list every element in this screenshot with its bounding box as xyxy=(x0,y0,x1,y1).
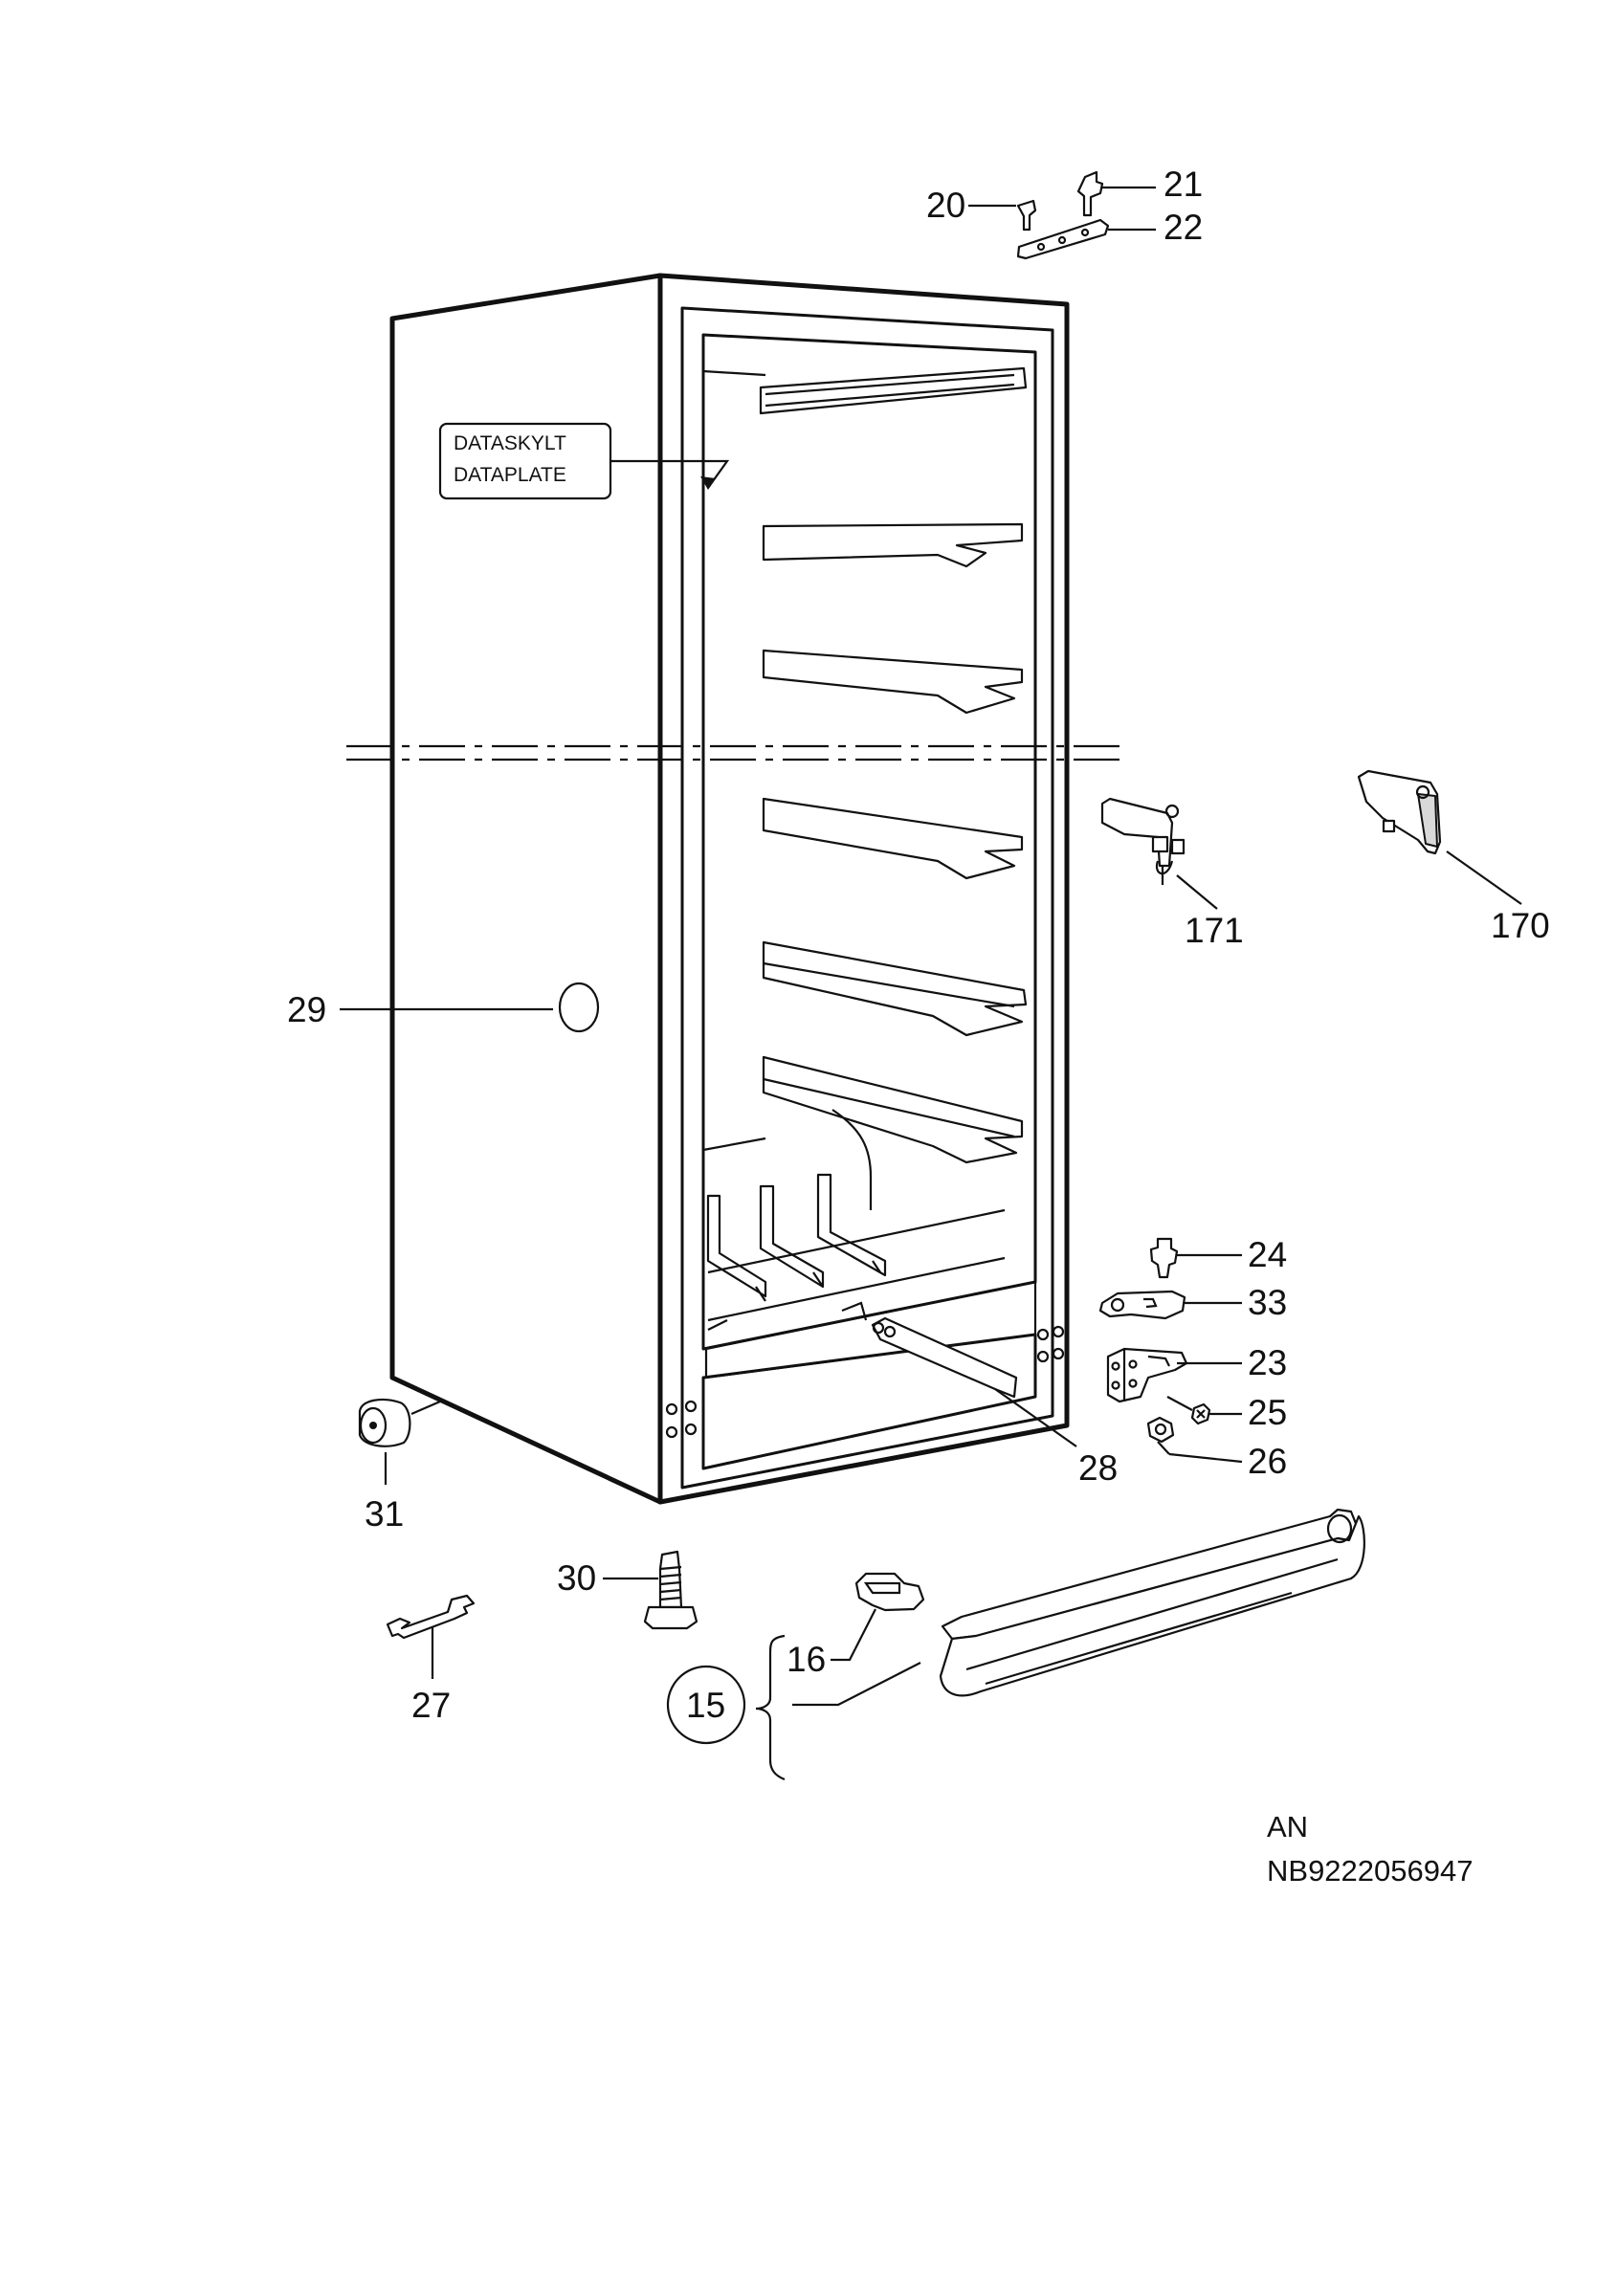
bottom-ribs xyxy=(706,1173,1006,1331)
cabinet-body xyxy=(389,273,1070,1505)
callout-30: 30 xyxy=(557,1558,596,1598)
callout-27: 27 xyxy=(411,1686,451,1725)
part-30-levelling-screw: 30 xyxy=(557,1550,698,1630)
callout-22: 22 xyxy=(1164,208,1203,247)
part-15-assembly-group: 15 xyxy=(666,1634,921,1781)
data-plate-line1: DATASKYLT xyxy=(454,432,566,454)
part-31-foot: 31 xyxy=(358,1398,441,1534)
callout-24: 24 xyxy=(1248,1235,1287,1274)
reference-line2: NB9222056947 xyxy=(1267,1854,1473,1888)
callout-21: 21 xyxy=(1164,165,1203,204)
callout-25: 25 xyxy=(1248,1393,1287,1432)
reference-code: AN NB9222056947 xyxy=(1267,1810,1473,1888)
callout-23: 23 xyxy=(1248,1343,1287,1382)
callout-29: 29 xyxy=(287,990,326,1029)
part-27-wrench: 27 xyxy=(386,1594,476,1725)
callout-16: 16 xyxy=(787,1640,826,1679)
shelf-supports xyxy=(759,366,1028,1210)
data-plate-line2: DATAPLATE xyxy=(454,464,566,486)
top-hinge-parts: 20 21 22 xyxy=(926,165,1203,260)
bottom-hinge-parts: 24 33 23 25 26 xyxy=(1098,1235,1287,1481)
part-28-drain-channel: 28 xyxy=(841,1301,1118,1488)
callout-170: 170 xyxy=(1491,906,1550,945)
data-plate-label: DATASKYLT DATAPLATE xyxy=(438,422,730,500)
part-171-hinge-bracket: 171 xyxy=(1100,797,1244,950)
part-29-round-label: 29 xyxy=(287,982,600,1033)
reference-line1: AN xyxy=(1267,1810,1308,1843)
callout-15: 15 xyxy=(686,1686,725,1725)
part-170-hinge-cover: 170 xyxy=(1357,769,1550,945)
callout-33: 33 xyxy=(1248,1283,1287,1322)
callout-20: 20 xyxy=(926,186,965,225)
callout-26: 26 xyxy=(1248,1442,1287,1481)
callout-31: 31 xyxy=(365,1494,404,1534)
callout-28: 28 xyxy=(1078,1448,1118,1488)
door-kickplate xyxy=(939,1508,1365,1697)
part-16-hinge-cap: 16 xyxy=(787,1572,925,1679)
callout-171: 171 xyxy=(1185,911,1244,950)
